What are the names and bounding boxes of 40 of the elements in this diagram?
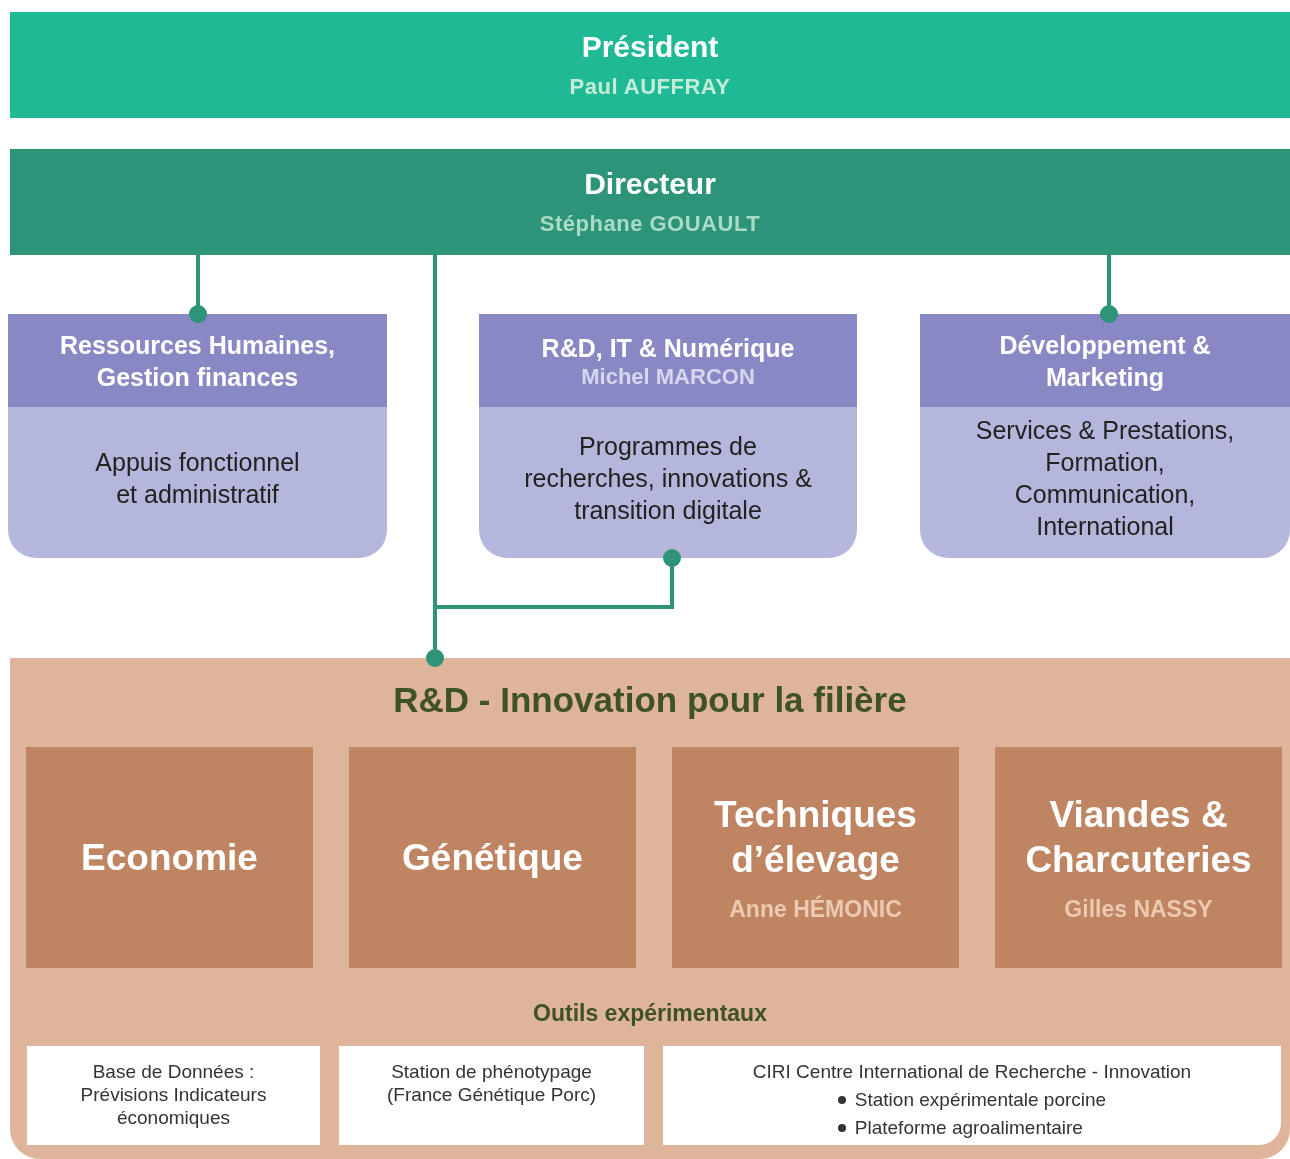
department-card	[920, 314, 1290, 558]
unit-tile	[672, 747, 959, 968]
person-name: Michel MARCON	[581, 363, 755, 390]
unit-tile	[995, 747, 1282, 968]
department-title: R&D, IT & Numérique	[541, 332, 795, 364]
tool-text: CIRI Centre International de Recherche - Innovation	[752, 1060, 1192, 1083]
department-description: Programmes de recherches, innovations & transition digitale	[523, 430, 813, 526]
person-name: Paul AUFFRAY	[569, 74, 731, 100]
role-title: Directeur	[584, 167, 716, 201]
tool-box	[27, 1046, 320, 1145]
department-card	[8, 314, 387, 558]
bullet-item: Station expérimentale porcine	[854, 1088, 1107, 1112]
department-card	[479, 314, 857, 558]
unit-tile	[26, 747, 313, 968]
unit-title: Génétique	[402, 836, 583, 880]
unit-title: Viandes & Charcuteries	[1024, 793, 1253, 882]
person-name: Gilles NASSY	[1064, 896, 1213, 923]
tool-text: Station de phénotypage (France Génétique Porc)	[385, 1060, 598, 1106]
role-title: Président	[581, 30, 719, 64]
unit-title: Economie	[81, 836, 258, 880]
tool-box	[339, 1046, 644, 1145]
department-title: Ressources Humaines, Gestion finances	[58, 329, 337, 393]
division-title: R&D - Innovation pour la filière	[392, 680, 908, 720]
person-name: Stéphane GOUAULT	[539, 211, 761, 237]
department-description: Appuis fonctionnel et administratif	[94, 446, 301, 510]
tool-text: Base de Données : Prévisions Indicateurs économiques	[79, 1060, 268, 1129]
division-panel	[10, 658, 1290, 1159]
department-title: Développement & Marketing	[998, 329, 1212, 393]
header-bar	[10, 12, 1290, 118]
bullet-item: Plateforme agroalimentaire	[854, 1116, 1083, 1140]
connector-line	[426, 255, 444, 667]
connector-line	[189, 255, 207, 323]
department-description: Services & Prestations, Formation, Communication, International	[974, 414, 1236, 542]
tool-box	[663, 1046, 1281, 1145]
section-heading: Outils expérimentaux	[532, 1000, 768, 1027]
unit-title: Techniques d’élevage	[713, 793, 918, 882]
unit-tile	[349, 747, 636, 968]
header-bar	[10, 149, 1290, 255]
connector-line	[1100, 255, 1118, 323]
person-name: Anne HÉMONIC	[729, 896, 902, 923]
